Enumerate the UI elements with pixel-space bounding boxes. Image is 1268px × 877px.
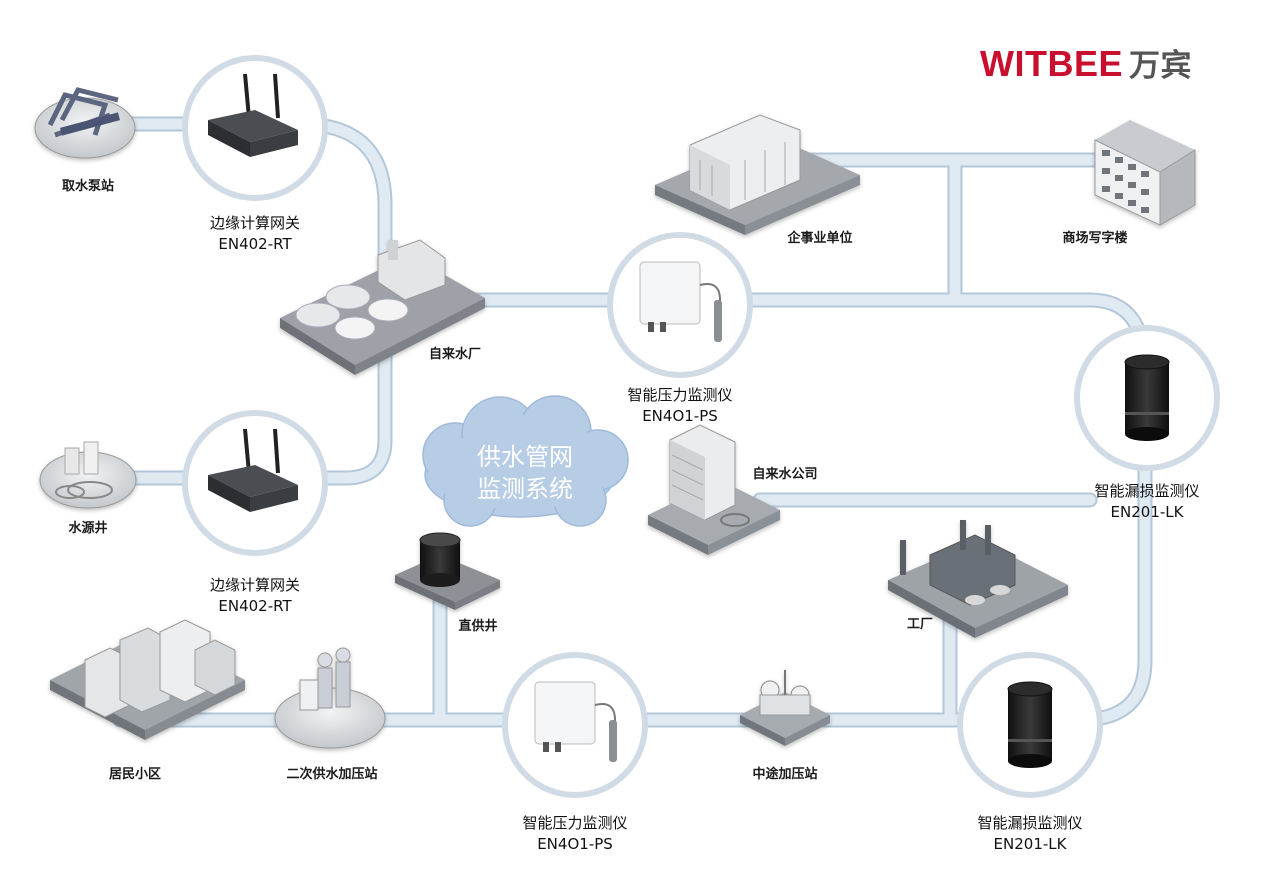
router-icon — [208, 428, 298, 512]
pressure-top-name: 智能压力监测仪 — [627, 386, 732, 404]
label-direct-well: 直供井 — [458, 618, 497, 634]
enterprise-building — [655, 114, 860, 235]
label-water-company: 自来水公司 — [752, 466, 817, 482]
label-source-well: 水源井 — [68, 520, 107, 536]
label-enterprise: 企事业单位 — [786, 230, 852, 246]
residential-community — [50, 619, 245, 740]
monitoring-system-cloud: 供水管网 监测系统 — [422, 395, 629, 527]
label-secondary-station: 二次供水加压站 — [286, 766, 377, 782]
mid-pressure-station — [740, 670, 830, 746]
leak-sensor-icon — [1124, 354, 1170, 441]
brand-name-cn: 万宾 — [1129, 48, 1192, 84]
label-water-plant: 自来水厂 — [429, 346, 481, 362]
pressure-monitor-top[interactable] — [607, 232, 753, 378]
cloud-line-1: 供水管网 — [477, 443, 573, 471]
pressure-top-model: EN4O1-PS — [642, 407, 718, 425]
gateway-bottom-name: 边缘计算网关 — [210, 576, 300, 594]
label-intake-pump: 取水泵站 — [62, 178, 114, 194]
leak-bottom-model: EN201-LK — [994, 835, 1068, 853]
cloud-line-2: 监测系统 — [477, 475, 573, 503]
pressure-sensor-icon — [534, 681, 617, 762]
gateway-bottom-model: EN402-RT — [218, 597, 292, 615]
leak-sensor-icon — [1007, 681, 1053, 768]
leak-right-model: EN201-LK — [1111, 503, 1185, 521]
label-residential: 居民小区 — [109, 767, 161, 782]
leak-monitor-bottom[interactable] — [957, 652, 1103, 798]
pressure-bottom-name: 智能压力监测仪 — [522, 814, 627, 832]
gateway-top-name: 边缘计算网关 — [210, 214, 300, 232]
intake-pump-station — [34, 87, 136, 159]
label-factory: 工厂 — [907, 617, 933, 632]
water-company-building — [648, 424, 780, 555]
label-office: 商场写字楼 — [1062, 230, 1127, 246]
pressure-bottom-model: EN4O1-PS — [537, 835, 613, 853]
pressure-sensor-icon — [639, 261, 722, 342]
water-plant — [280, 239, 485, 375]
secondary-pressure-station — [274, 647, 386, 749]
gateway-top-model: EN402-RT — [218, 235, 292, 253]
leak-bottom-name: 智能漏损监测仪 — [977, 814, 1082, 832]
brand-name: WITBEE — [980, 43, 1123, 84]
router-icon — [208, 73, 298, 157]
factory — [888, 520, 1068, 638]
leak-right-name: 智能漏损监测仪 — [1094, 482, 1199, 500]
direct-supply-well — [395, 532, 500, 610]
office-building — [1094, 120, 1196, 226]
leak-monitor-right[interactable] — [1074, 325, 1220, 471]
pressure-monitor-bottom[interactable] — [502, 652, 648, 798]
edge-gateway-bottom[interactable] — [182, 410, 328, 556]
label-mid-station: 中途加压站 — [752, 766, 817, 782]
edge-gateway-top[interactable] — [182, 55, 328, 201]
source-well — [39, 441, 137, 509]
